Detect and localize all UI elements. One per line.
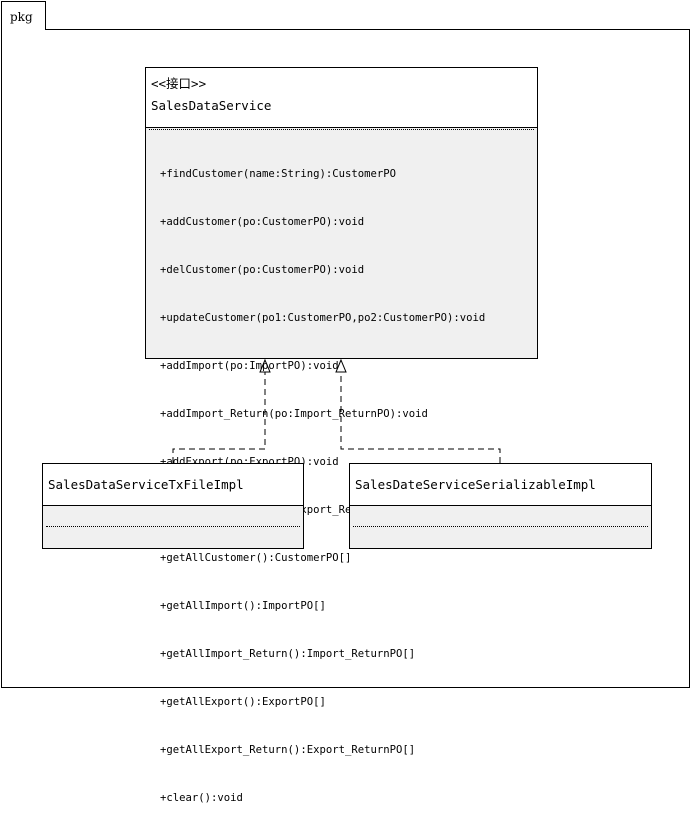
- operation: +addImport(po:ImportPO):void: [160, 360, 339, 372]
- operation: +delCustomer(po:CustomerPO):void: [160, 264, 365, 276]
- class-name: SalesDataServiceTxFileImpl: [43, 464, 303, 506]
- interface-header: <<接口>> SalesDataService: [146, 68, 537, 128]
- class-compartments: [350, 506, 651, 548]
- operation: +addCustomer(po:CustomerPO):void: [160, 216, 365, 228]
- realization-link-serializable: [340, 372, 501, 463]
- attribute-separator: [46, 526, 300, 527]
- operation: +findCustomer(name:String):CustomerPO: [160, 168, 396, 180]
- realization-link-txfile: [172, 372, 266, 463]
- interface-sales-data-service: <<接口>> SalesDataService +findCustomer(na…: [145, 67, 538, 804]
- operation: +addImport_Return(po:Import_ReturnPO):vo…: [160, 408, 428, 420]
- operation: +getAllExport():ExportPO[]: [160, 696, 326, 708]
- realization-arrowhead-txfile: [259, 358, 271, 373]
- interface-operations-compartment: +findCustomer(name:String):CustomerPO +a…: [146, 128, 537, 804]
- attribute-separator: [353, 526, 648, 527]
- class-serializable-impl: SalesDateServiceSerializableImpl: [349, 463, 652, 549]
- package-label: pkg: [1, 1, 46, 30]
- operation: +clear():void: [160, 792, 243, 804]
- operation: +getAllImport_Return():Import_ReturnPO[]: [160, 648, 416, 660]
- interface-stereotype: <<接口>>: [151, 76, 207, 91]
- attribute-separator: [149, 129, 534, 130]
- class-compartments: [43, 506, 303, 548]
- operation: +getAllCustomer():CustomerPO[]: [160, 552, 352, 564]
- class-name: SalesDateServiceSerializableImpl: [350, 464, 651, 506]
- operation: +getAllImport():ImportPO[]: [160, 600, 326, 612]
- interface-name: SalesDataService: [151, 98, 272, 113]
- realization-links: [172, 358, 501, 463]
- class-txfile-impl: SalesDataServiceTxFileImpl: [42, 463, 304, 549]
- realization-arrowhead-serializable: [335, 358, 347, 373]
- operation: +getAllExport_Return():Export_ReturnPO[]: [160, 744, 416, 756]
- operation: +updateCustomer(po1:CustomerPO,po2:Custo…: [160, 312, 486, 324]
